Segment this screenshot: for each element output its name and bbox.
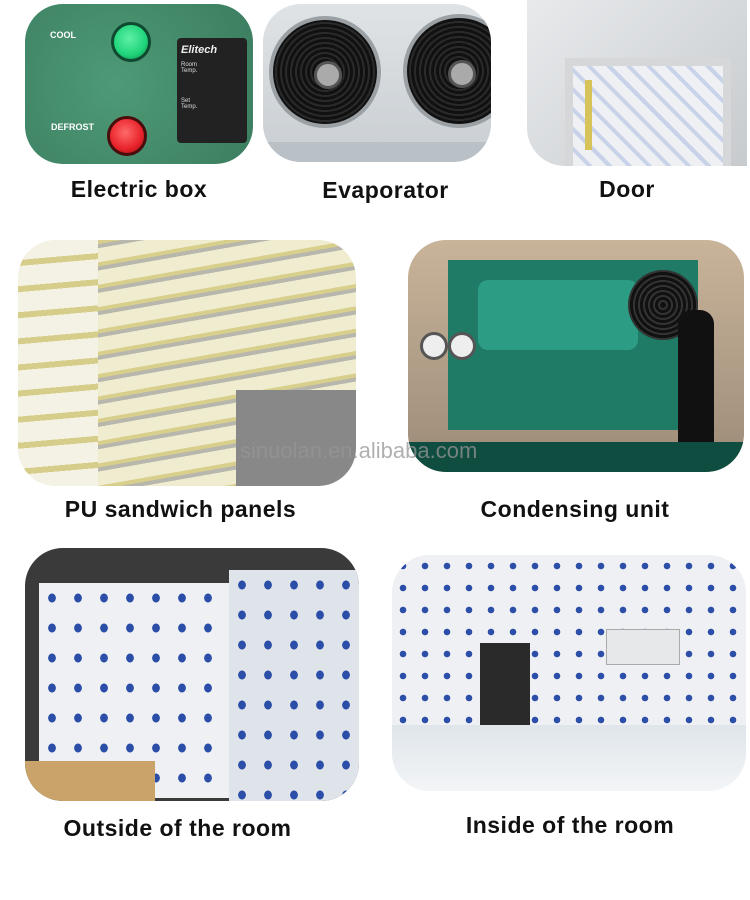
condensing-unit-label: Condensing unit: [480, 496, 670, 522]
room-door: [480, 643, 530, 729]
red-lamp-icon: [107, 116, 147, 156]
door-photo: [527, 0, 747, 166]
pu-panels-photo: [18, 240, 356, 486]
evaporator-label: Evaporator: [322, 177, 449, 203]
controller-brand: Elitech: [181, 44, 218, 56]
pu-panels-label: PU sandwich panels: [64, 496, 297, 522]
electric-box-label: Electric box: [70, 176, 208, 202]
watermark: sinuolan.en.alibaba.com: [240, 438, 478, 463]
defrost-label: DEFROST: [51, 122, 95, 132]
evaporator-unit: [606, 629, 680, 665]
outside-room-photo: [25, 548, 359, 801]
condensing-unit-photo: [408, 240, 744, 472]
door-frame: [565, 58, 731, 166]
fan-icon: [269, 16, 381, 128]
room-temp-text: Room Temp.: [181, 62, 198, 74]
green-lamp-icon: [111, 22, 151, 62]
inside-room-photo: [392, 555, 746, 791]
evaporator-photo: [263, 4, 491, 162]
fan-icon: [403, 14, 491, 128]
inside-room-label: Inside of the room: [465, 812, 675, 838]
set-temp-text: Set Temp.: [181, 98, 198, 110]
outside-room-label: Outside of the room: [63, 815, 292, 841]
door-label: Door: [599, 176, 655, 202]
cool-label: COOL: [50, 30, 76, 40]
temperature-controller: Elitech Room Temp. Set Temp.: [177, 38, 247, 143]
electric-box-photo: COOL DEFROST Elitech Room Temp. Set Temp…: [25, 4, 253, 164]
